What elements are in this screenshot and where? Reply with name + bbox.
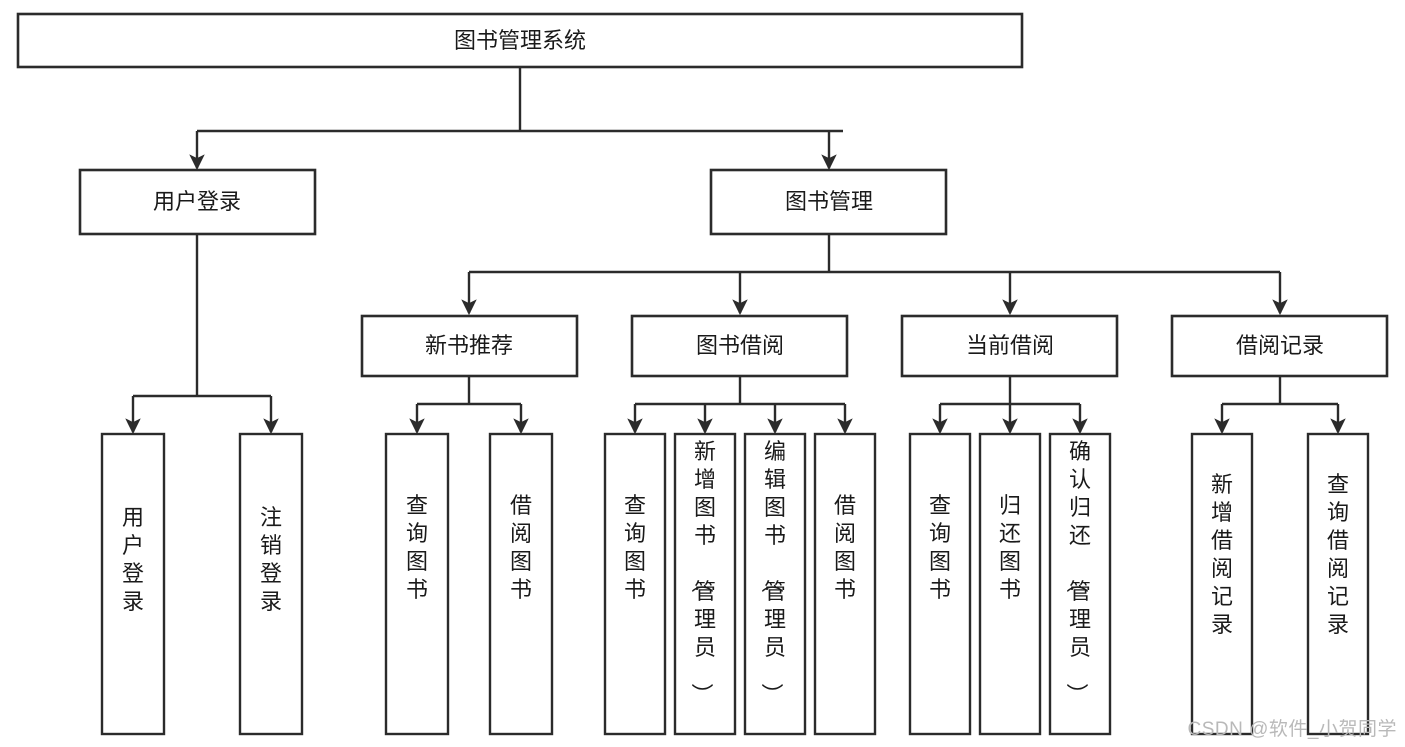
node-book-management[interactable]: 图书管理 [709,168,948,236]
leaf-user-login-login-label: 用户登录 [122,505,144,614]
leaf-record-add-record-label: 新增借阅记录 [1211,472,1233,637]
leaf-user-login-login[interactable]: 用户登录 [100,432,166,736]
connector-recommend-to-leaves [409,376,529,435]
node-new-book-recommend[interactable]: 新书推荐 [360,314,579,378]
node-borrow-record[interactable]: 借阅记录 [1170,314,1389,378]
leaf-current-return-book[interactable]: 归还图书 [978,432,1042,736]
node-user-login-label: 用户登录 [153,189,241,214]
leaf-user-login-logout-label: 注销登录 [260,505,282,614]
node-book-borrow[interactable]: 图书借阅 [630,314,849,378]
leaf-borrow-borrow-book[interactable]: 借阅图书 [813,432,877,736]
leaf-record-query-record-label: 查询借阅记录 [1327,472,1349,637]
connector-current-borrow-to-leaves [932,376,1088,435]
leaf-record-query-record[interactable]: 查询借阅记录 [1306,432,1370,736]
leaf-recommend-borrow-book-label: 借阅图书 [510,493,532,602]
leaf-borrow-edit-book-label: 编辑图书（管理员） [759,439,786,705]
leaf-recommend-borrow-book[interactable]: 借阅图书 [488,432,554,736]
node-borrow-record-label: 借阅记录 [1236,333,1324,358]
connector-book-mgmt-to-level2 [461,234,1288,316]
connector-borrow-to-leaves [627,376,853,435]
leaf-current-confirm-return[interactable]: 确认归还（管理员） [1048,432,1112,736]
leaf-borrow-query-book-label: 查询图书 [624,493,646,602]
connector-record-to-leaves [1214,376,1346,435]
connector-root-to-level1 [189,67,843,171]
leaf-current-confirm-return-label: 确认归还（管理员） [1064,439,1091,705]
node-current-borrow[interactable]: 当前借阅 [900,314,1119,378]
leaf-borrow-add-book-label: 新增图书（管理员） [689,439,716,705]
leaf-borrow-edit-book[interactable]: 编辑图书（管理员） [743,432,807,736]
node-user-login[interactable]: 用户登录 [78,168,317,236]
leaf-borrow-add-book[interactable]: 新增图书（管理员） [673,432,737,736]
leaf-recommend-query-book-label: 查询图书 [406,493,428,602]
leaf-recommend-query-book[interactable]: 查询图书 [384,432,450,736]
node-book-management-label: 图书管理 [785,189,873,214]
leaf-user-login-logout[interactable]: 注销登录 [238,432,304,736]
node-book-borrow-label: 图书借阅 [696,333,784,358]
node-root[interactable]: 图书管理系统 [16,12,1024,69]
connector-user-login-to-leaves [125,234,279,435]
leaf-record-add-record[interactable]: 新增借阅记录 [1190,432,1254,736]
node-root-label: 图书管理系统 [454,28,586,53]
leaf-borrow-query-book[interactable]: 查询图书 [603,432,667,736]
node-new-book-recommend-label: 新书推荐 [425,333,513,358]
leaf-current-return-book-label: 归还图书 [999,493,1021,602]
node-current-borrow-label: 当前借阅 [966,333,1054,358]
leaf-borrow-borrow-book-label: 借阅图书 [834,493,856,602]
leaf-current-query-book-label: 查询图书 [929,493,951,602]
leaf-current-query-book[interactable]: 查询图书 [908,432,972,736]
